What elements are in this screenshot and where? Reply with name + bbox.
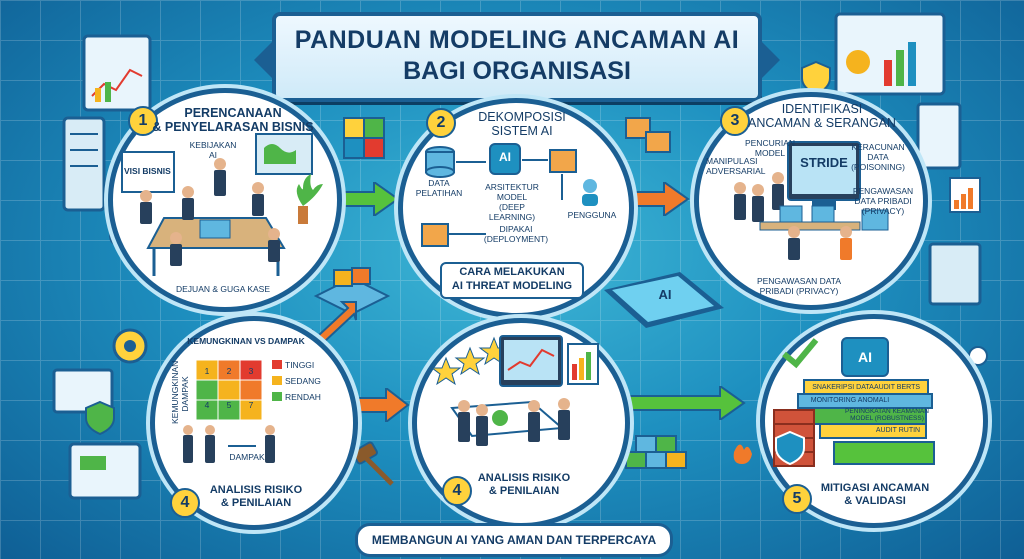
legend-high-swatch [272, 360, 282, 369]
step-1-label-kebijakan: KEBIJAKAN AI [189, 140, 237, 160]
legend-mid: SEDANG [285, 376, 321, 386]
step-4-people [183, 425, 275, 463]
step-2-label-data: DATA PELATIHAN [415, 178, 463, 198]
step-3-label-keracunan: KERACUNAN DATA (POISONING) [851, 142, 905, 172]
step-3-title: IDENTIFIKASI ANCAMAN & SERANGAN [748, 102, 896, 130]
step-1-illustration [121, 133, 323, 276]
step-4-x-axis-label: DAMPAK [229, 452, 265, 462]
step-1-number: 1 [128, 106, 158, 136]
step-1-label-bottom: DEJUAN & GUGA KASE [176, 284, 270, 294]
step-5-ai-chip: AI [858, 349, 872, 365]
step-5-label-audit-berts: AUDIT BERTS [873, 384, 921, 391]
matrix-cell-5: 5 [226, 400, 232, 410]
step-5-title: MITIGASI ANCAMAN & VALIDASI [820, 482, 930, 507]
step-4-title: ANALISIS RISIKO & PENILAIAN [209, 484, 303, 509]
step-4-number: 4 [170, 488, 200, 518]
banner-ribbon-left [254, 38, 276, 82]
arrow-step1-to-step2 [336, 182, 400, 216]
title-banner: PANDUAN MODELING ANCAMAN AI BAGI ORGANIS… [254, 12, 780, 102]
step-5-label-audit-rutin: AUDIT RUTIN [875, 427, 921, 434]
step-5-label-monitoring: MONITORING ANOMALI [810, 397, 890, 404]
banner-ribbon-right [758, 38, 780, 82]
step-4-risk-matrix [196, 360, 263, 420]
tablet-ai-chip: AI [658, 287, 672, 302]
step-5-number: 5 [782, 484, 812, 514]
title-line-2: BAGI ORGANISASI [403, 57, 631, 85]
step-4b-title: ANALISIS RISIKO & PENILAIAN [477, 472, 571, 497]
title-line-1: PANDUAN MODELING ANCAMAN AI [294, 26, 740, 54]
step-2-label-pengguna: PENGGUNA [567, 210, 617, 220]
step-5-label-snakeripsi: SNAKERIPSI DATA [812, 384, 874, 391]
legend-low: RENDAH [285, 392, 321, 402]
step-5-label-peningkatan: PENINGKATAN KEAMANAN MODEL (ROBUSTNESS) [845, 408, 929, 422]
center-how-to-box: CARA MELAKUKAN AI THREAT MODELING [440, 262, 584, 299]
step-4-y-axis-label: KEMUNGKINAN DAMPAK [170, 360, 190, 424]
step-2-label-arsitektur: ARSITEKTUR MODEL (DEEP LEARNING) [485, 182, 539, 222]
step-2-title: DEKOMPOSISI SISTEM AI [478, 110, 566, 138]
step-3-label-pengawasan-bottom: PENGAWASAN DATA PRIBADI (PRIVACY) [756, 276, 842, 296]
matrix-cell-7: 7 [248, 400, 254, 410]
arrow-step3-to-step4 [312, 301, 357, 349]
step-2-label-dipakai: DIPAKAI (DEPLOYMENT) [483, 224, 549, 244]
matrix-cell-1: 1 [204, 366, 210, 376]
matrix-cell-3: 3 [248, 366, 254, 376]
step-2-number: 2 [426, 108, 456, 138]
matrix-cell-4: 4 [204, 400, 210, 410]
legend-mid-swatch [272, 376, 282, 385]
arrow-step4b-to-step5 [622, 386, 746, 420]
step-3-label-manipulasi: MANIPULASI ADVERSARIAL [706, 156, 766, 176]
footer-tagline: MEMBANGUN AI YANG AMAN DAN TERPERCAYA [355, 523, 673, 557]
step-1-title: PERENCANAAN & PENYELARASAN BISNIS [152, 106, 314, 134]
step-1-label-visi: VISI BISNIS [124, 166, 171, 176]
step-3-number: 3 [720, 106, 750, 136]
step-4b-illustration [430, 335, 599, 446]
step-2-illustration [421, 143, 598, 247]
step-3-label-pencurian: PENCURIAN MODEL [744, 138, 796, 158]
step-3-label-pengawasan-right: PENGAWASAN DATA PRIBADI (PRIVACY) [852, 186, 914, 216]
matrix-cell-2: 2 [226, 366, 232, 376]
step-5-illustration [773, 337, 935, 467]
step-3-screen-word: STRIDE [800, 155, 848, 170]
step-2-panel [398, 98, 634, 318]
legend-high: TINGGI [285, 360, 315, 370]
step-4-matrix-title: KEMUNGKINAN VS DAMPAK [187, 336, 305, 346]
legend-low-swatch [272, 392, 282, 401]
step-2-ai-chip: AI [499, 150, 511, 164]
step-4b-number: 4 [442, 476, 472, 506]
step-3-illustration [734, 141, 889, 260]
arrow-step4-to-step4b [354, 388, 410, 422]
